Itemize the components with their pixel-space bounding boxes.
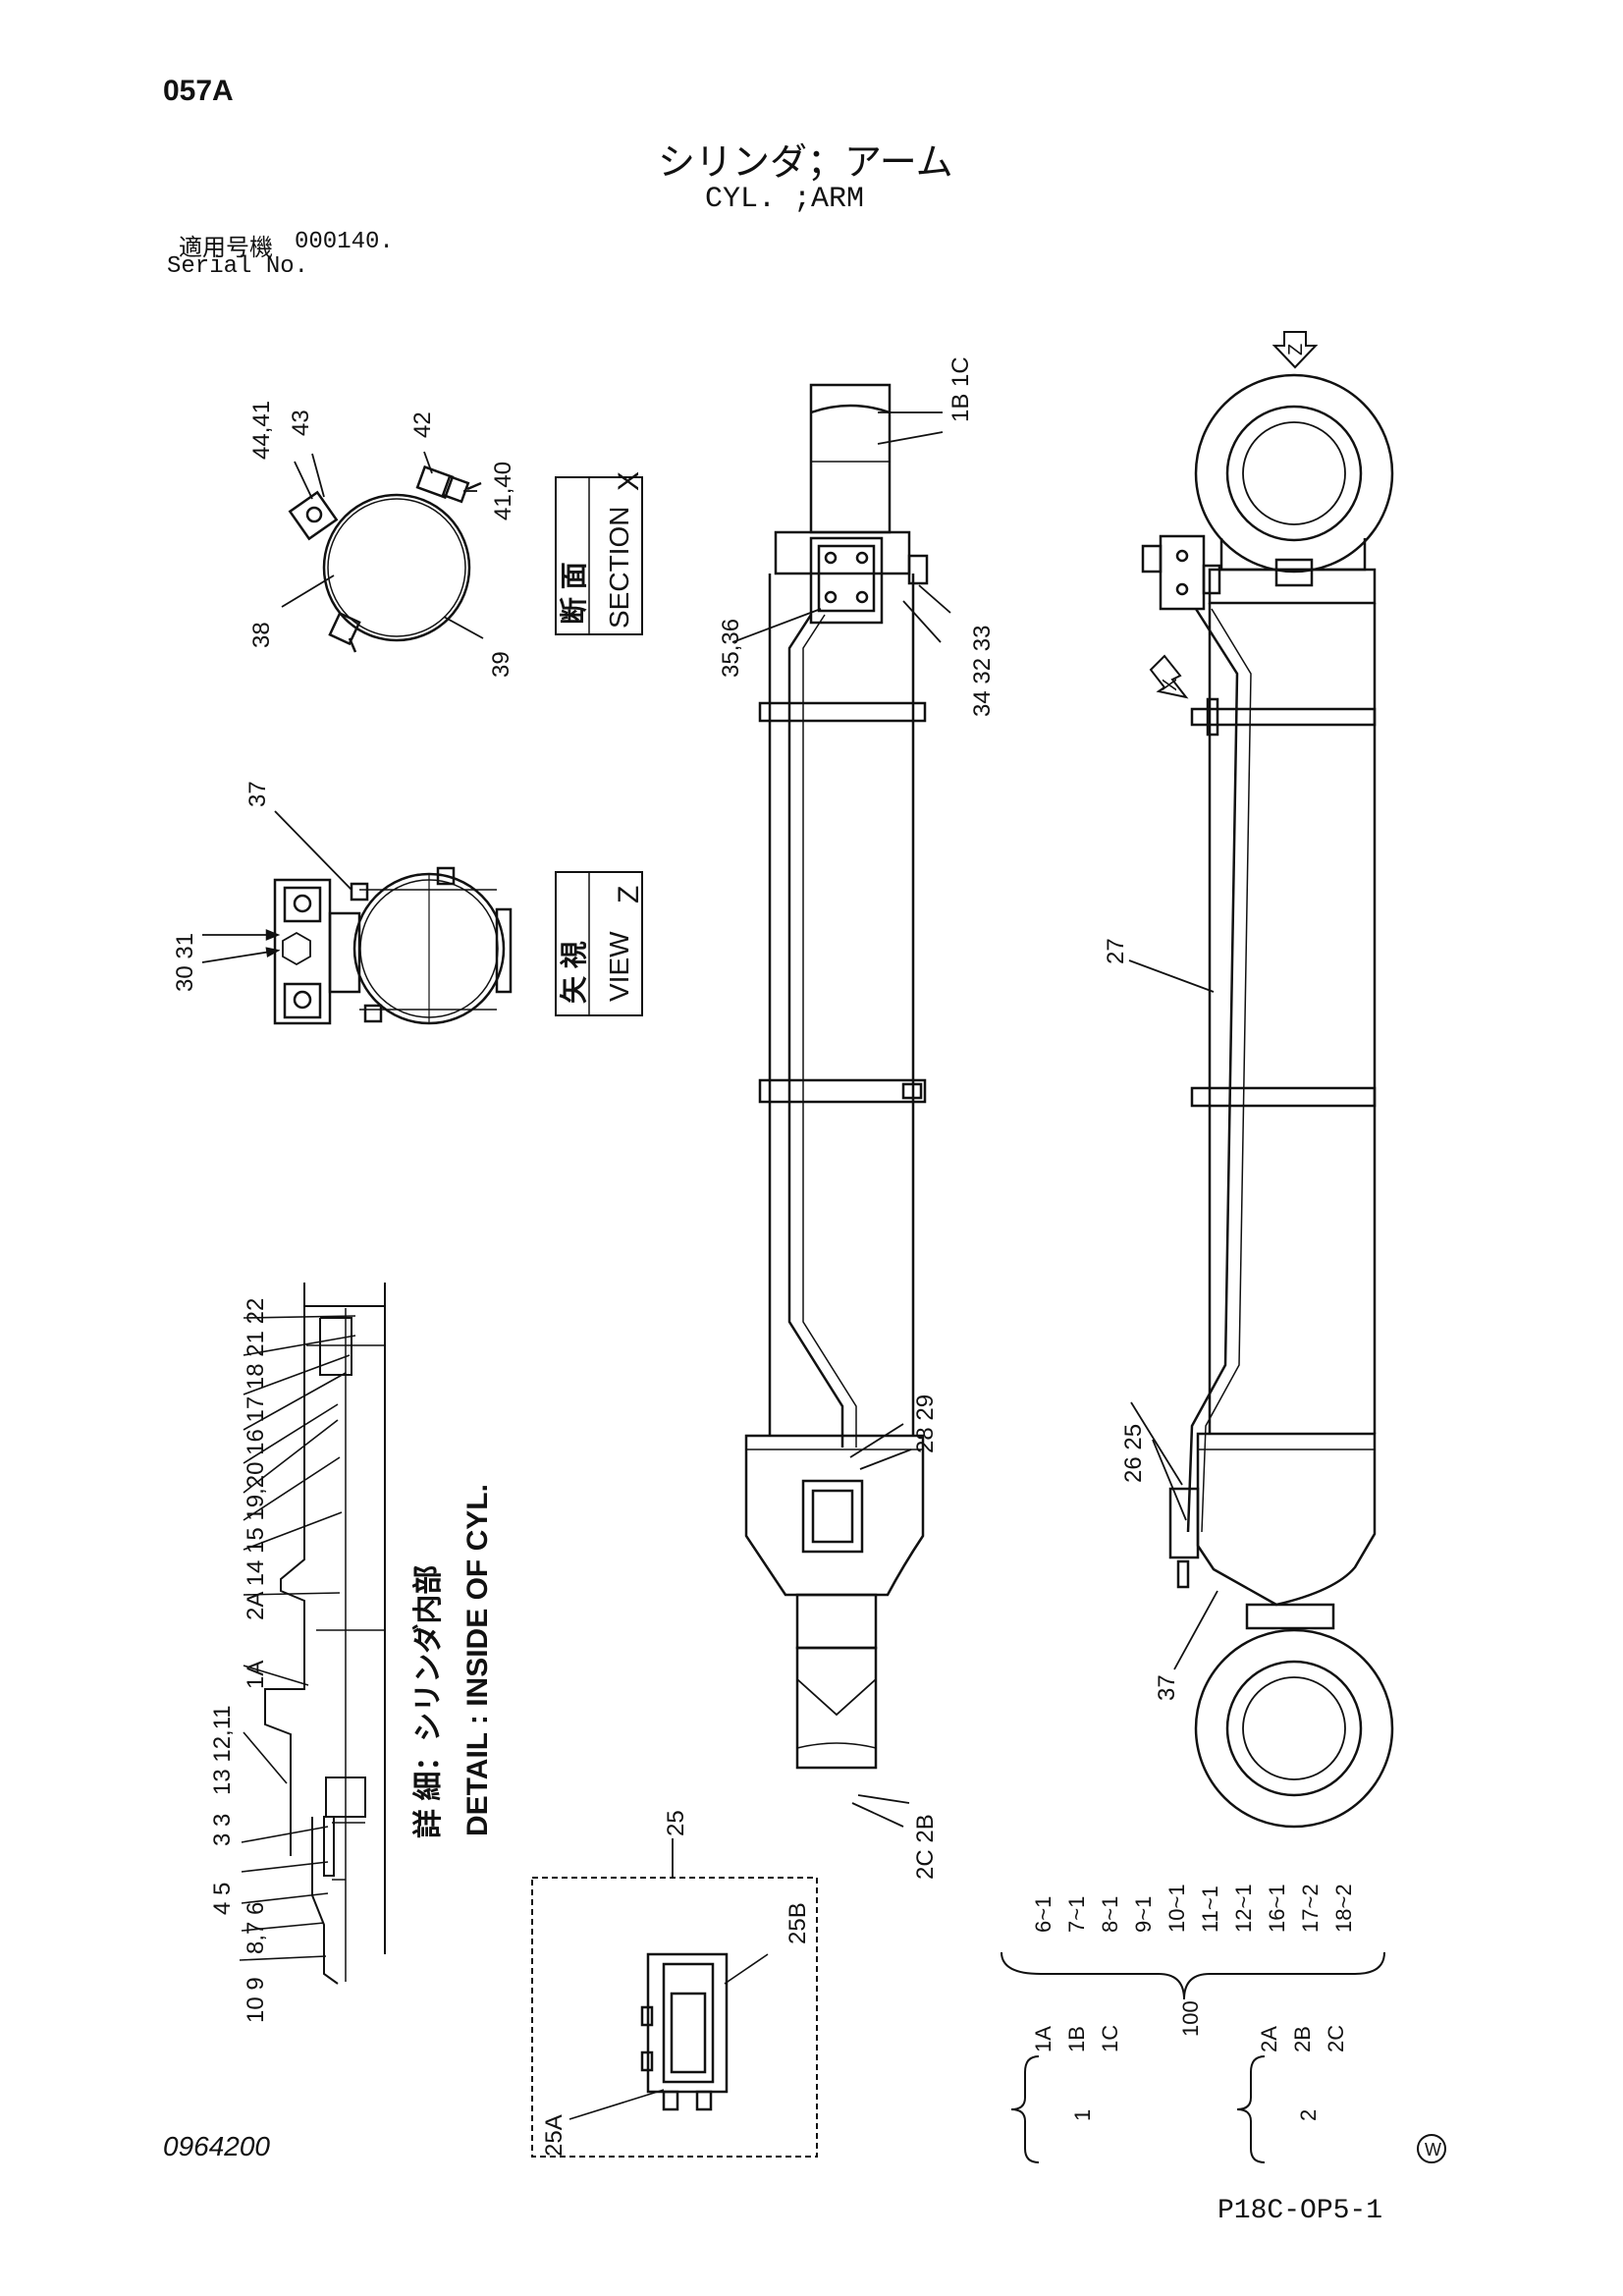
callout-42: 42 <box>409 411 436 438</box>
w-mark: W <box>1425 2140 1441 2159</box>
callout-25b: 25B <box>784 1902 811 1944</box>
group-100-label: 100 <box>1178 2000 1203 2037</box>
section-x-en: SECTION <box>604 507 634 629</box>
middle-cylinder-callouts: 1B 1C 35,36 34 32 33 28 29 2C 2B <box>718 356 996 1880</box>
arrow-z-label: Z <box>1285 344 1307 355</box>
assembly-braces <box>1001 1951 1446 2163</box>
title-en: CYL. ;ARM <box>705 183 865 216</box>
page-code: 057A <box>163 75 234 107</box>
page-ref: P18C-OP5-1 <box>1217 2196 1383 2226</box>
title-jp: シリンダ；アーム <box>658 142 953 184</box>
detail-8-76: 8,7 6 <box>243 1902 269 1954</box>
callout-25: 25 <box>663 1810 689 1836</box>
detail-4-5: 4 5 <box>209 1883 236 1915</box>
group-2-item: 2A <box>1257 2026 1281 2052</box>
group-1-item: 1B <box>1064 2026 1089 2052</box>
section-x-box-text: 断 面 SECTION X <box>558 471 645 629</box>
group-2-items: 2 2A 2B 2C <box>1257 2025 1348 2121</box>
view-z-jp: 矢 視 <box>558 941 589 1004</box>
callout-26-25: 26 25 <box>1120 1424 1147 1483</box>
callout-38: 38 <box>248 622 275 648</box>
right-cylinder-callouts: Z X 27 26 25 37 <box>1103 344 1307 1701</box>
callout-35-36: 35,36 <box>718 619 744 678</box>
callout-28-29: 28 29 <box>912 1394 939 1453</box>
callout-27: 27 <box>1103 938 1129 964</box>
section-x-label-box <box>555 476 643 635</box>
callout-41-40: 41,40 <box>490 462 516 520</box>
detail-1a: 1A <box>243 1661 269 1689</box>
section-x-callouts: 44,41 43 42 41,40 38 39 <box>248 401 516 678</box>
serial-label-en: Serial No. <box>167 253 309 280</box>
detail-jp: 詳 細：シリンダ内部 <box>411 1565 445 1838</box>
group-100-item: 9~1 <box>1131 1896 1156 1933</box>
callout-39: 39 <box>488 651 514 678</box>
group-100-item: 18~2 <box>1331 1884 1356 1933</box>
group-2-label: 2 <box>1296 2109 1321 2121</box>
section-x-view <box>281 451 484 653</box>
detail-en: DETAIL : INSIDE OF CYL. <box>461 1484 494 1836</box>
view-z-callouts: 37 30 31 <box>172 781 271 992</box>
group-100-item: 10~1 <box>1164 1884 1189 1933</box>
group-2-item: 2C <box>1324 2025 1348 2052</box>
group-1-items: 1 1A 1B 1C <box>1031 2025 1122 2121</box>
callout-37-top: 37 <box>244 781 271 807</box>
group-1-label: 1 <box>1070 2109 1095 2121</box>
view-z-letter: Z <box>613 886 645 903</box>
group-1-item: 1A <box>1031 2026 1055 2052</box>
view-z-box-text: 矢 視 VIEW Z <box>558 886 645 1004</box>
group-100-items: 100 6~1 7~1 8~1 9~1 10~1 11~1 12~1 16~1 … <box>1031 1884 1356 2037</box>
callout-2c-2b: 2C 2B <box>912 1814 939 1880</box>
group-100-item: 8~1 <box>1098 1896 1122 1933</box>
group-100-item: 11~1 <box>1198 1886 1222 1933</box>
callout-1b-1c: 1B 1C <box>947 356 974 422</box>
callout-34-32-33: 34 32 33 <box>969 626 996 717</box>
serial-label-jp: 適用号機 <box>179 235 273 261</box>
serial-value: 000140. <box>295 229 394 255</box>
detail-10-9: 10 9 <box>243 1977 269 2023</box>
view-z-label-box <box>555 871 643 1016</box>
callout-30-31: 30 31 <box>172 933 198 992</box>
detail-inside-view <box>239 1283 386 1985</box>
callout-43: 43 <box>288 410 314 436</box>
doc-number: 0964200 <box>163 2131 271 2161</box>
callout-37-bottom: 37 <box>1154 1674 1180 1701</box>
callout-44-41: 44,41 <box>248 401 275 460</box>
group-100-item: 16~1 <box>1265 1884 1289 1933</box>
group-100-item: 7~1 <box>1064 1896 1089 1933</box>
detail-2a-14-15: 2A 14 15 19,20 16 17 18 21 22 <box>243 1298 269 1620</box>
view-z-en: VIEW <box>604 931 634 1002</box>
detail-title: 詳 細：シリンダ内部 DETAIL : INSIDE OF CYL. <box>411 1484 494 1838</box>
arrow-x-label: X <box>1160 679 1181 691</box>
detail-3-3: 3 3 <box>209 1814 236 1846</box>
detail-inside-callouts: 10 9 8,7 6 4 5 3 3 13 12,11 1A 2A 14 15 … <box>209 1298 269 2023</box>
group-100-item: 6~1 <box>1031 1896 1055 1933</box>
detail-13-12-11: 13 12,11 <box>209 1705 236 1795</box>
detail-25-callouts: 25 25B 25A <box>541 1810 811 2157</box>
callout-25a: 25A <box>541 2114 568 2157</box>
view-z-view <box>201 810 513 1025</box>
detail-25-box <box>531 1838 818 2158</box>
group-2-item: 2B <box>1290 2026 1315 2052</box>
section-x-jp: 断 面 <box>558 562 589 625</box>
group-100-item: 17~2 <box>1298 1884 1323 1933</box>
group-100-item: 12~1 <box>1231 1884 1256 1933</box>
group-1-item: 1C <box>1098 2025 1122 2052</box>
section-x-letter: X <box>613 471 645 491</box>
cylinder-middle-view <box>731 383 951 1828</box>
cylinder-right-view <box>1128 331 1394 1829</box>
